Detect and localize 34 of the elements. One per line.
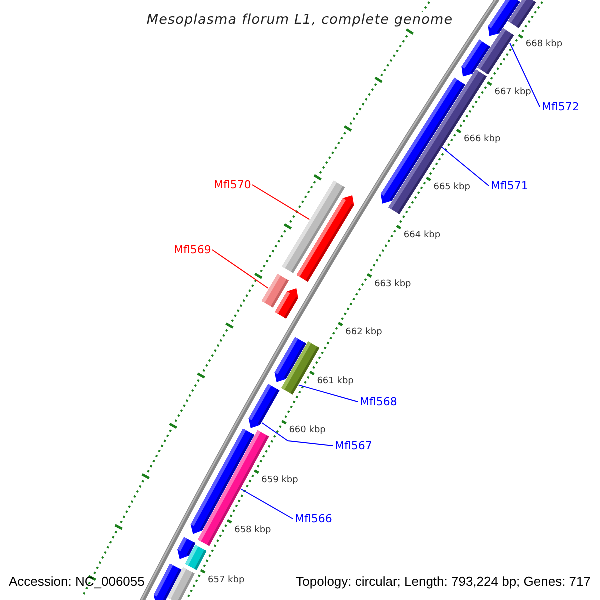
leader-line xyxy=(212,250,270,290)
gene-label: Mfl570 xyxy=(214,180,252,190)
tick-label: 662 kbp xyxy=(346,328,382,338)
gene-feature xyxy=(462,40,490,77)
leader-line xyxy=(252,184,310,220)
leader-line xyxy=(298,384,358,402)
gene-label: Mfl567 xyxy=(335,440,372,452)
gene-label: Mfl566 xyxy=(295,514,332,524)
tick-label: 664 kbp xyxy=(404,232,441,241)
gene-label: Mfl568 xyxy=(360,396,398,408)
gene-label: Mfl569 xyxy=(174,244,212,256)
gene-feature xyxy=(275,288,298,319)
tick-label: 661 kbp xyxy=(317,378,354,387)
tick-label: 665 kbp xyxy=(434,184,470,193)
tick-label: 663 kbp xyxy=(374,280,412,290)
tick-label: 668 kbp xyxy=(526,40,563,50)
gene-feature xyxy=(185,545,207,570)
tick-label: 659 kbp xyxy=(262,476,298,486)
footer-text: Topology: circular; Length: 793,224 bp; Genes: 717 xyxy=(296,575,591,588)
tick-label: 657 kbp xyxy=(208,576,245,585)
tick-label: 667 kbp xyxy=(494,88,532,98)
tick-label: 660 kbp xyxy=(289,426,326,436)
gene-feature xyxy=(508,0,536,28)
leader-line xyxy=(262,422,334,446)
tick-label: 658 kbp xyxy=(234,526,272,536)
tick-label: 666 kbp xyxy=(464,136,501,145)
leader-line xyxy=(509,42,540,108)
gene-label: Mfl572 xyxy=(542,102,580,112)
gene-label: Mfl571 xyxy=(491,180,528,192)
gene-feature xyxy=(168,568,195,600)
gene-feature xyxy=(296,196,354,282)
footer-text: Accession: NC_006055 xyxy=(9,575,145,588)
gene-feature xyxy=(248,384,280,428)
leader-line xyxy=(442,146,490,186)
